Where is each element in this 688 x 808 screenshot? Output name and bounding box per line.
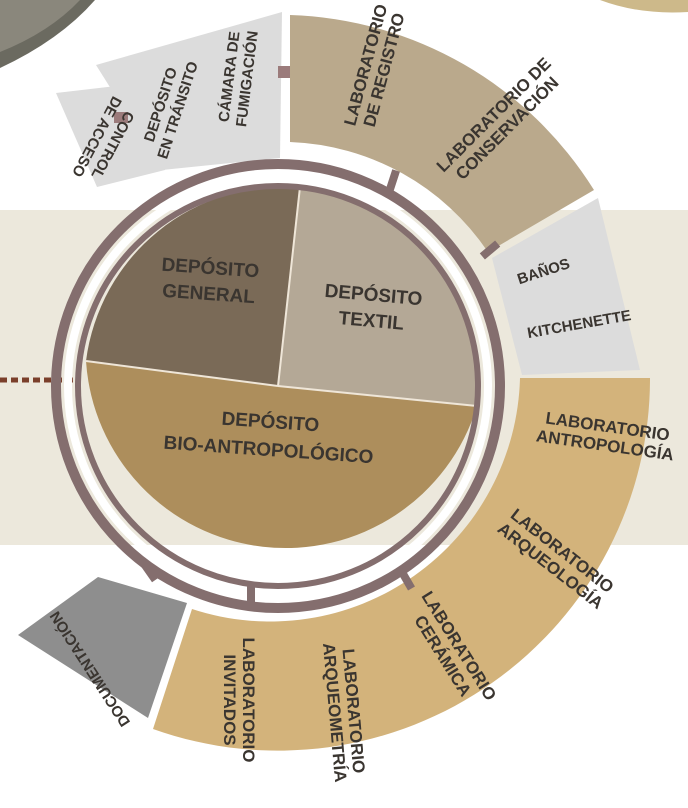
sector-bio — [86, 361, 477, 549]
sector-general — [86, 186, 300, 386]
svg-text:INVITADOS: INVITADOS — [220, 654, 239, 745]
segment-registro-conservacion — [290, 15, 594, 252]
segment-documentacion — [18, 577, 187, 718]
segment-banos-kitchenette — [492, 198, 640, 375]
segment-transito-fumigacion — [96, 12, 282, 170]
outer-ring — [51, 159, 505, 613]
label-laboratorio-invitados: LABORATORIO INVITADOS — [220, 638, 258, 763]
inner-ring — [75, 183, 481, 589]
decor-arc — [600, 0, 688, 13]
sector-textil — [278, 187, 479, 406]
label-deposito-general: DEPÓSITO GENERAL — [161, 254, 260, 309]
inner-circle — [51, 159, 505, 613]
label-deposito-textil: DEPÓSITO TEXTIL — [324, 280, 423, 335]
label-camara-fumigacion: CÁMARA DE FUMIGACIÓN — [216, 30, 262, 128]
segment-laboratorios — [153, 378, 651, 751]
svg-text:LABORATORIO: LABORATORIO — [239, 638, 258, 763]
